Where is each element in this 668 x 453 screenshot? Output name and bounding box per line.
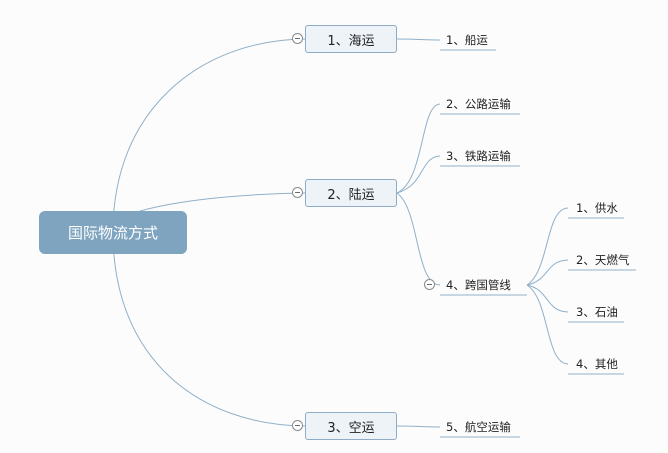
connector-kongyun-hangkong xyxy=(396,425,441,428)
topic-gongshui[interactable]: 1、供水 xyxy=(576,201,618,215)
topic-guanxian[interactable]: 4、跨国管线 xyxy=(446,278,511,292)
topic-tianranqi[interactable]: 2、天燃气 xyxy=(576,253,630,267)
connector-root-kongyun xyxy=(112,231,306,427)
collapse-haiyun-icon[interactable] xyxy=(292,33,303,44)
connector-luyun-guanxian xyxy=(396,192,441,286)
root-topic[interactable]: 国际物流方式 xyxy=(39,211,187,254)
branch-kongyun[interactable]: 3、空运 xyxy=(305,412,397,440)
topic-hangkong[interactable]: 5、航空运输 xyxy=(446,420,511,434)
branch-luyun[interactable]: 2、陆运 xyxy=(305,179,397,207)
connector-guanxian-gongshui xyxy=(526,207,569,286)
connector-luyun-gonglu xyxy=(396,103,441,194)
topic-qita[interactable]: 4、其他 xyxy=(576,357,618,371)
connector-guanxian-qita xyxy=(526,284,569,365)
topic-gonglu[interactable]: 2、公路运输 xyxy=(446,97,511,111)
connector-luyun-tielu xyxy=(396,155,441,194)
collapse-kongyun-icon[interactable] xyxy=(292,420,303,431)
topic-shiyou[interactable]: 3、石油 xyxy=(576,305,618,319)
collapse-guanxian-icon[interactable] xyxy=(424,279,435,290)
branch-haiyun[interactable]: 1、海运 xyxy=(305,25,397,53)
connector-guanxian-shiyou xyxy=(526,284,569,313)
connector-guanxian-tianranqi xyxy=(526,259,569,286)
connector-root-haiyun xyxy=(112,38,306,233)
collapse-luyun-icon[interactable] xyxy=(292,187,303,198)
topic-tielu[interactable]: 3、铁路运输 xyxy=(446,149,511,163)
topic-chuanyun[interactable]: 1、船运 xyxy=(446,33,488,47)
connector-root-luyun xyxy=(139,192,306,212)
connector-haiyun-chuanyun xyxy=(396,38,441,41)
